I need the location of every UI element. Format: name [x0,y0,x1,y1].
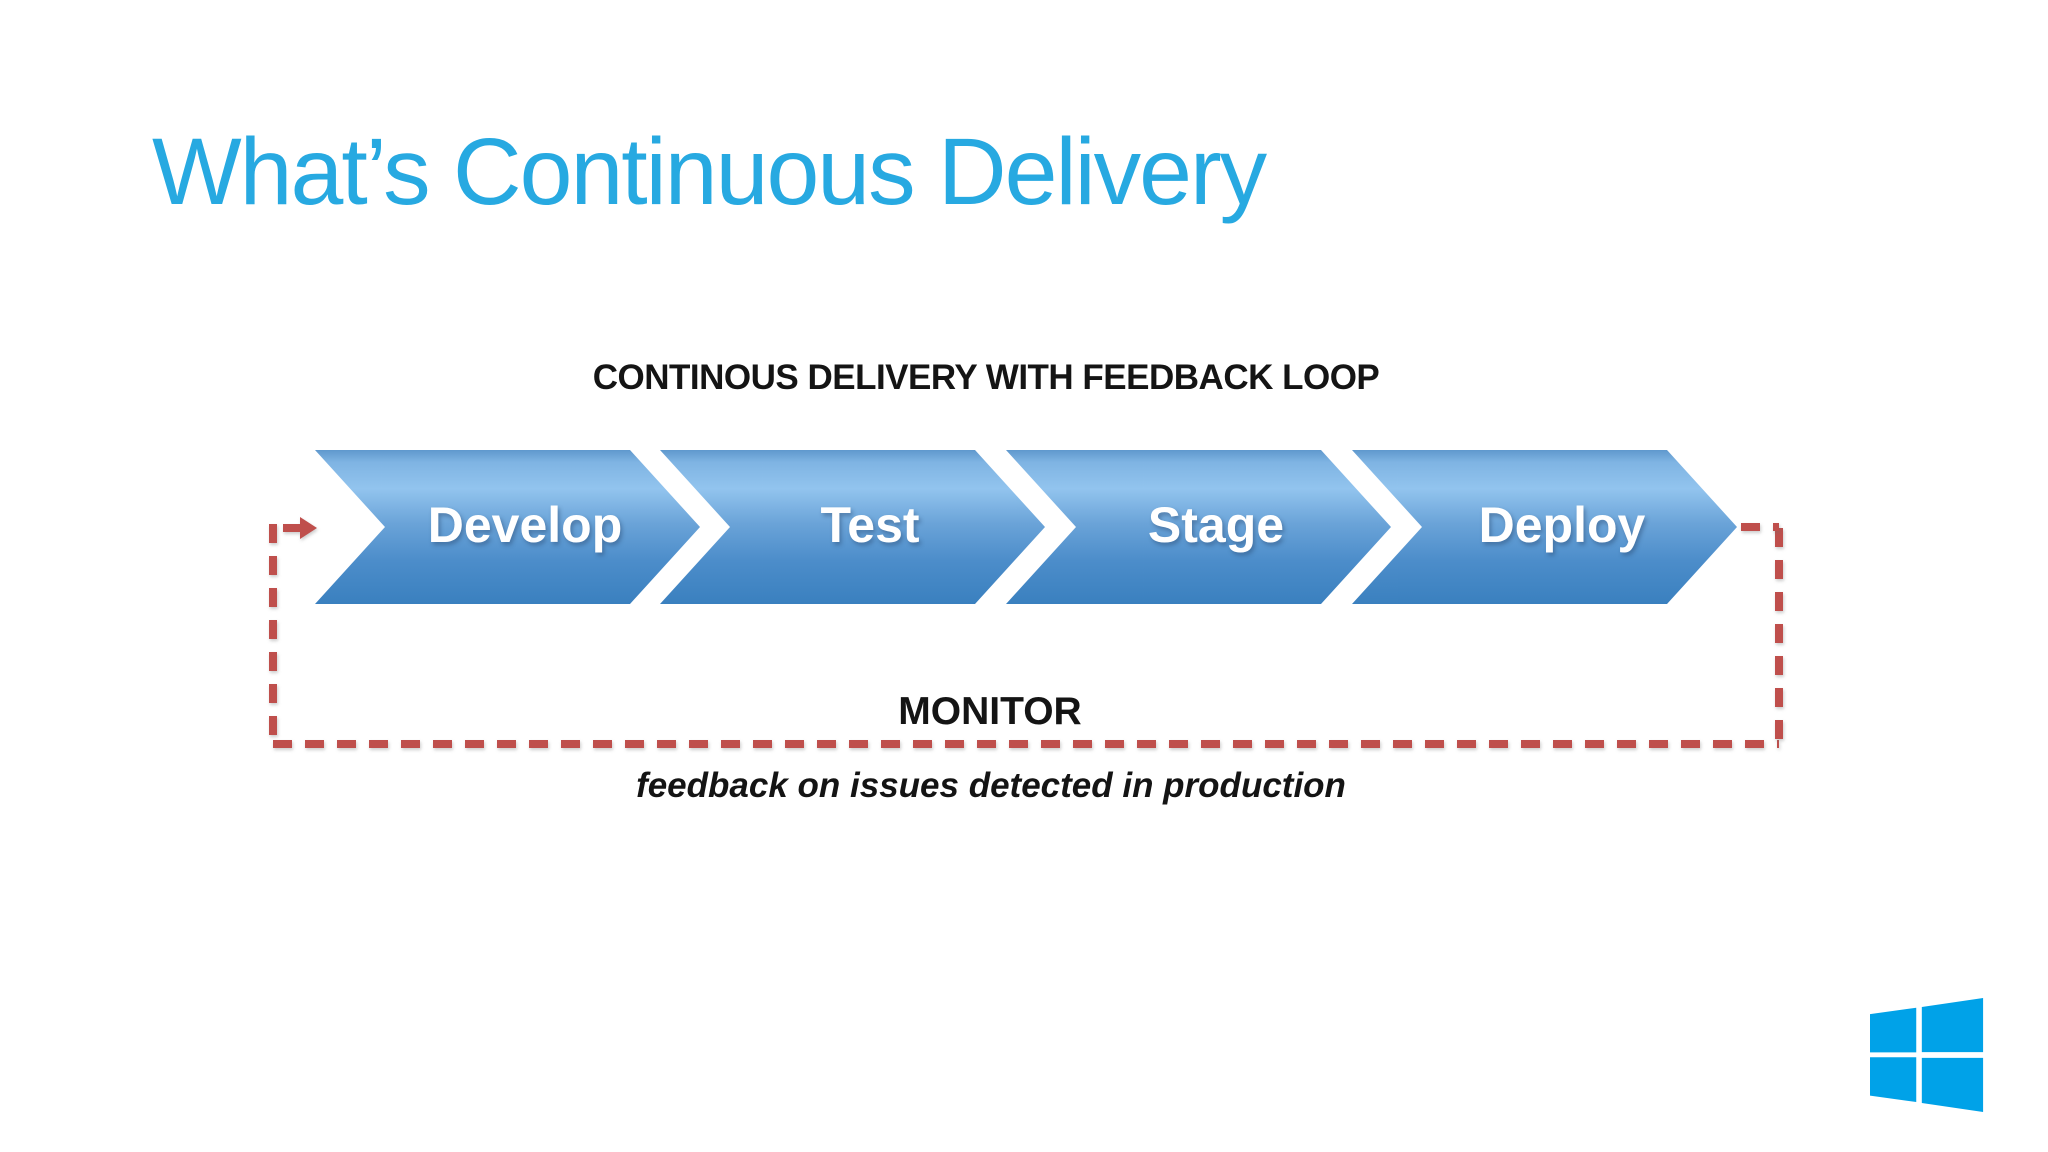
diagram-heading: CONTINOUS DELIVERY WITH FEEDBACK LOOP [592,358,1380,397]
slide-title: What’s Continuous Delivery [152,119,1267,225]
windows-logo-icon [1870,998,1984,1112]
stage-label-stage: Stage [1147,497,1285,553]
feedback-loop-line-right [1775,528,1783,744]
feedback-loop-start-arrow-icon [283,515,319,541]
stage-chevron-develop: Develop [315,450,700,604]
stage-chevron-stage: Stage [1006,450,1391,604]
monitor-label: MONITOR [898,690,1082,733]
feedback-caption: feedback on issues detected in productio… [636,766,1346,805]
stage-label-develop: Develop [427,497,623,553]
stage-label-test: Test [820,497,920,553]
feedback-loop-line-left [269,524,277,744]
feedback-loop-line-bottom [273,740,1779,748]
stage-label-deploy: Deploy [1478,497,1646,553]
stage-chevron-deploy: Deploy [1352,450,1737,604]
arrow-head [300,517,317,539]
stage-chevron-test: Test [660,450,1045,604]
arrow-shaft [283,524,302,532]
feedback-loop-line-tip-connector [1741,523,1779,531]
